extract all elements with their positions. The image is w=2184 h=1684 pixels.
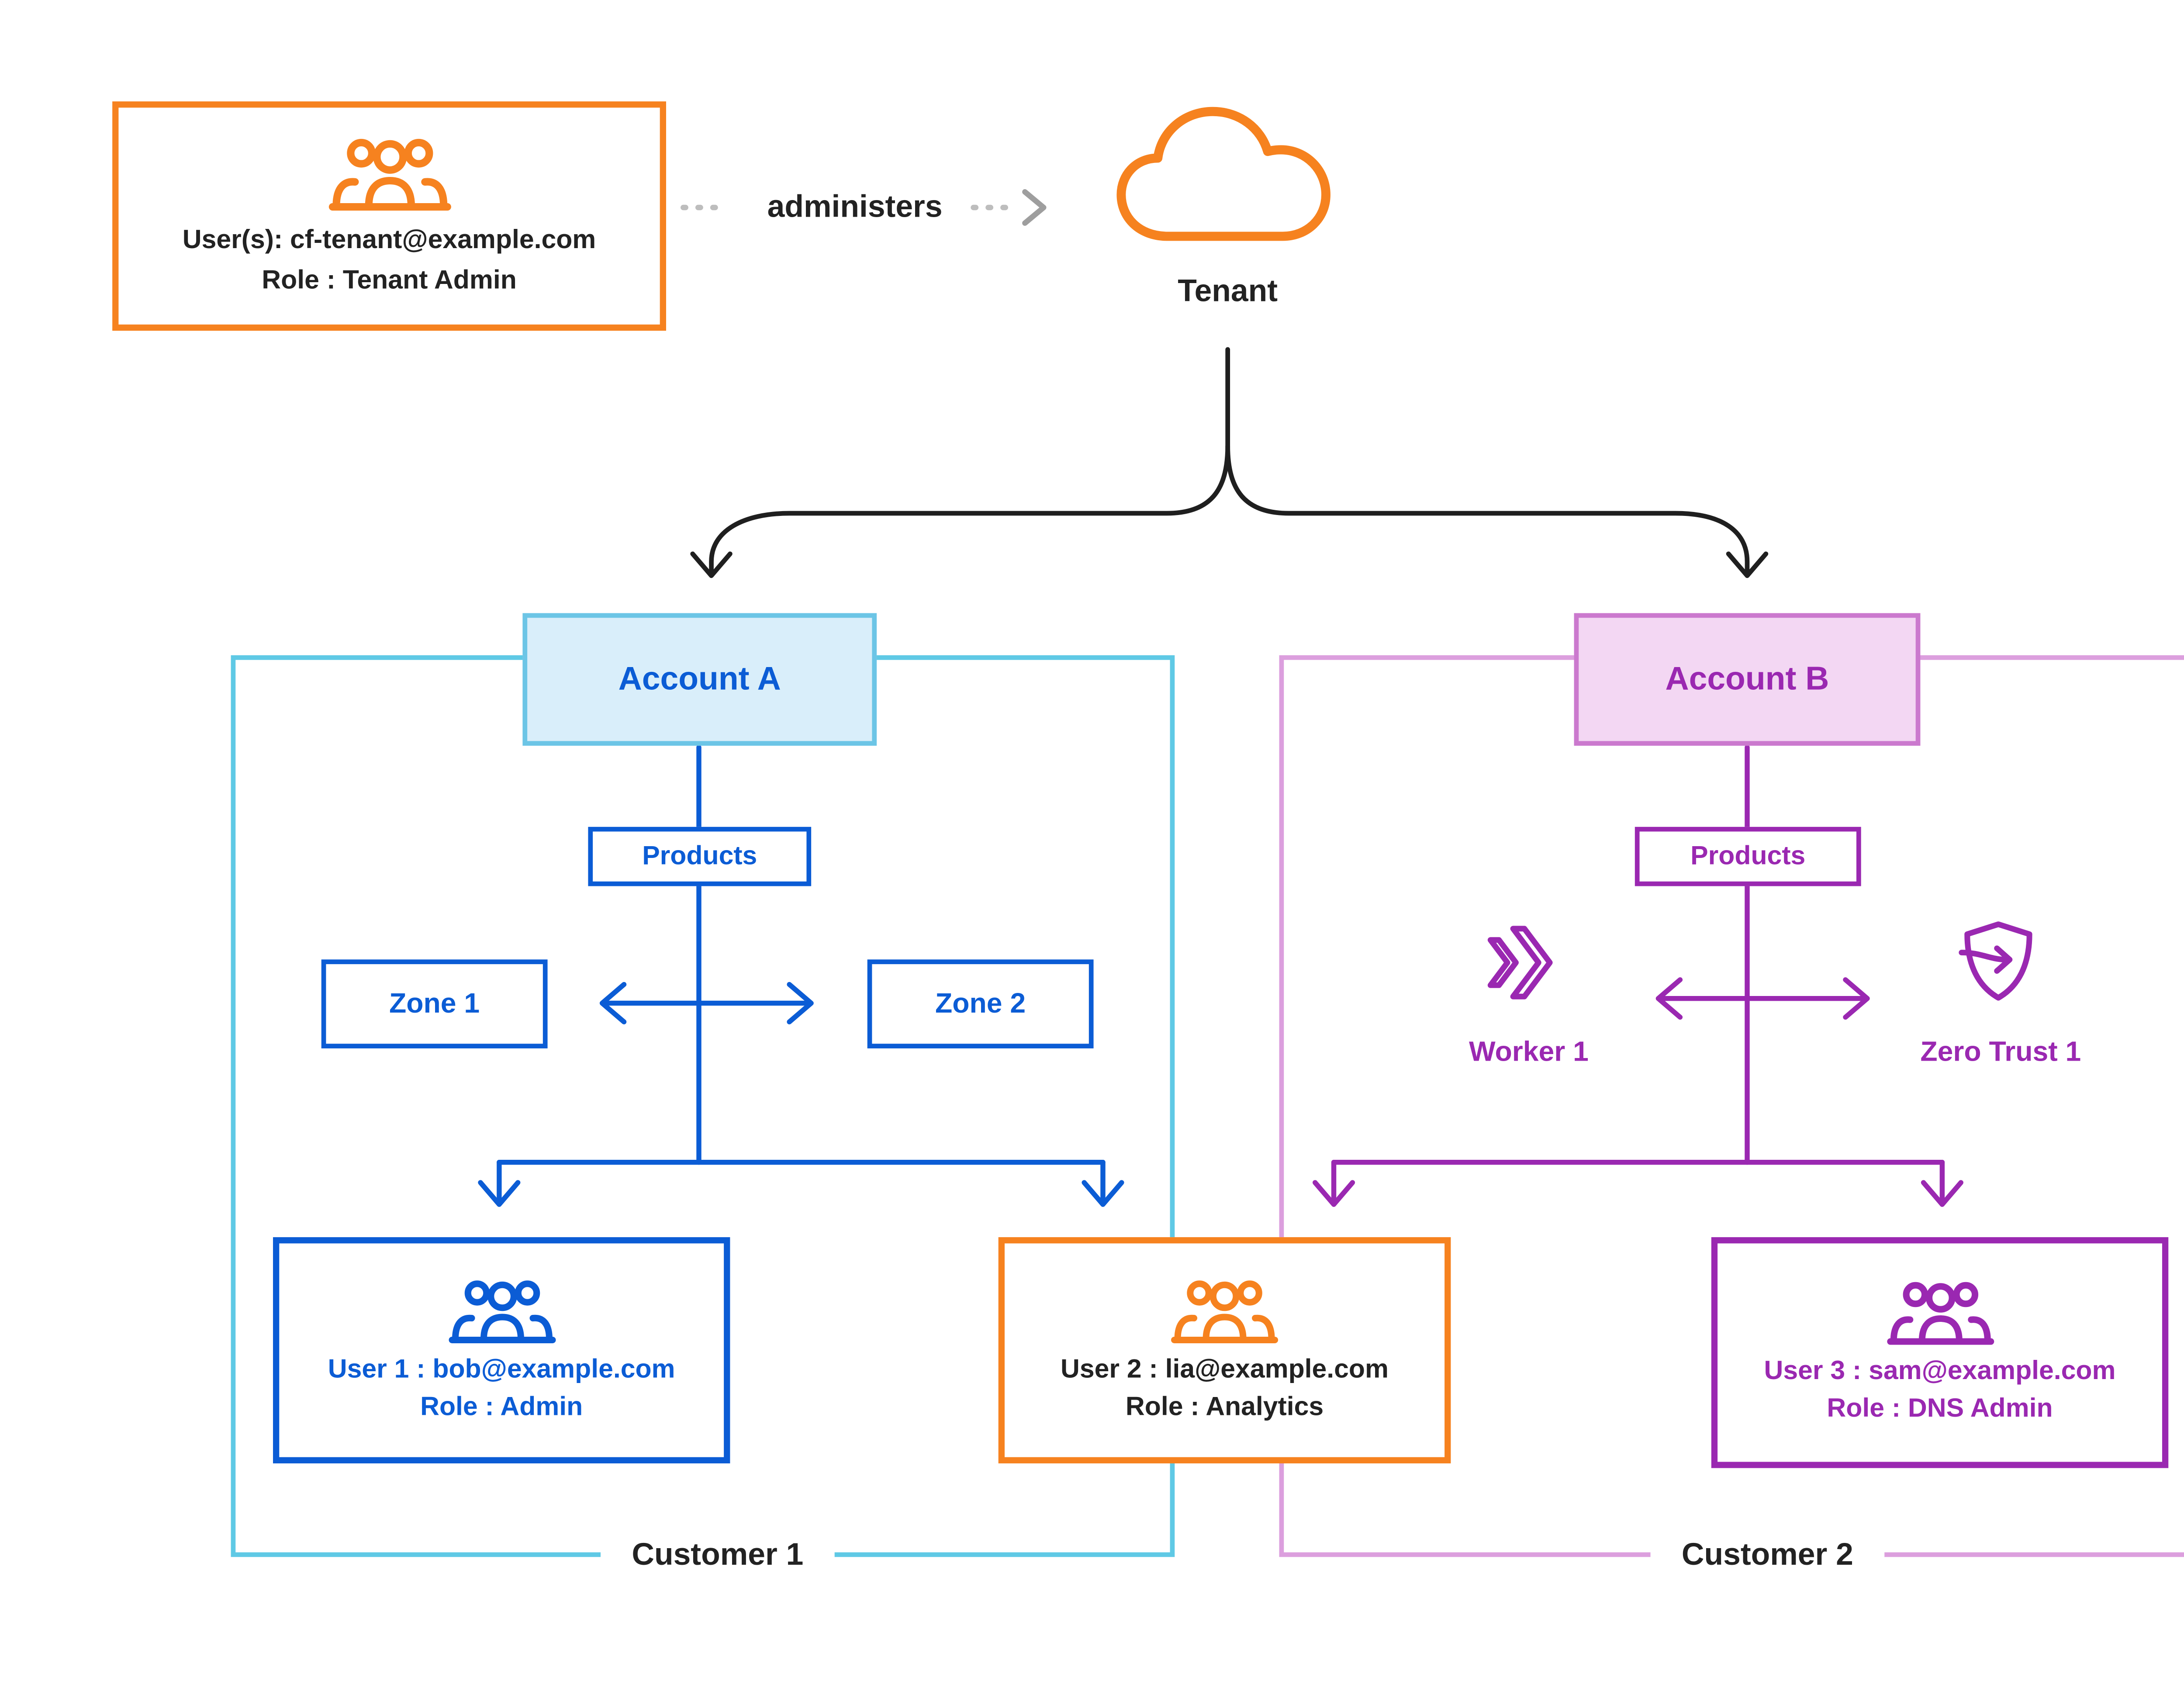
zone-2-box: Zone 2: [867, 959, 1094, 1048]
products-box-account-b: Products: [1635, 826, 1861, 886]
customer-1-label: Customer 1: [600, 1528, 835, 1582]
shield-arrow-icon: [1953, 914, 2043, 1008]
user-3-box: User 3 : sam@example.com Role : DNS Admi…: [1711, 1237, 2169, 1468]
user-3-role-line: Role : DNS Admin: [1827, 1393, 2053, 1423]
tenant-admin-box: User(s): cf-tenant@example.com Role : Te…: [112, 101, 666, 331]
account-b-box: Account B: [1574, 613, 1921, 746]
user-1-box: User 1 : bob@example.com Role : Admin: [273, 1237, 730, 1463]
users-icon: [1170, 1276, 1279, 1344]
tenant-label: Tenant: [1178, 274, 1278, 309]
user-2-email-line: User 2 : lia@example.com: [1060, 1353, 1389, 1383]
administers-label: administers: [767, 190, 943, 225]
customer-2-label: Customer 2: [1650, 1528, 1885, 1582]
tenant-branch-arrows: [690, 347, 1769, 578]
zero-trust-1-label: Zero Trust 1: [1920, 1036, 2081, 1067]
user-2-box: User 2 : lia@example.com Role : Analytic…: [998, 1237, 1451, 1463]
users-icon: [1885, 1278, 1994, 1346]
cloud-icon: [1103, 87, 1352, 262]
tenant-admin-user-line: User(s): cf-tenant@example.com: [182, 224, 596, 254]
products-box-account-a: Products: [588, 826, 812, 886]
worker-1-label: Worker 1: [1469, 1036, 1589, 1067]
user-1-email-line: User 1 : bob@example.com: [328, 1353, 675, 1383]
account-a-box: Account A: [522, 613, 877, 746]
users-icon: [327, 134, 452, 212]
user-2-role-line: Role : Analytics: [1125, 1390, 1324, 1421]
user-1-role-line: Role : Admin: [420, 1390, 583, 1421]
users-icon: [447, 1276, 556, 1344]
user-3-email-line: User 3 : sam@example.com: [1764, 1355, 2116, 1386]
workers-icon: [1482, 917, 1572, 1008]
tenant-admin-role-line: Role : Tenant Admin: [262, 264, 517, 294]
zone-1-box: Zone 1: [321, 959, 548, 1048]
